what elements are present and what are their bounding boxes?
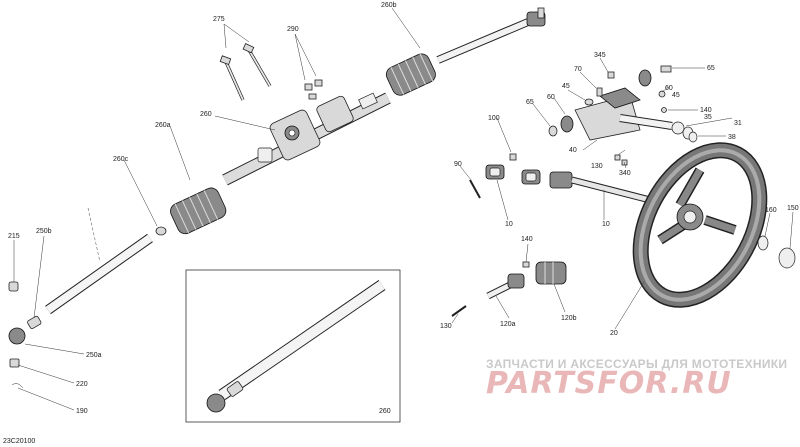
callout-120b: 120b (561, 315, 577, 322)
callout-260a: 260a (155, 122, 171, 129)
shaft-120b (535, 261, 567, 285)
callout-65-right: 65 (707, 65, 715, 72)
tie-rod-250b (45, 233, 153, 315)
callout-260c: 260c (113, 156, 129, 163)
nut-100 (509, 153, 517, 161)
leader-lines (13, 7, 794, 411)
callout-150: 150 (787, 205, 799, 212)
callout-35: 35 (704, 114, 712, 121)
nut-130-top (614, 154, 621, 161)
u-joint-10-left (485, 164, 505, 180)
nut-140-mid (522, 261, 530, 268)
assembly-axis-line (87, 207, 101, 263)
callout-100: 100 (488, 115, 500, 122)
inset-tie-rod-260 (185, 269, 401, 423)
callout-160: 160 (765, 207, 777, 214)
bolt-275 (219, 43, 272, 101)
cover-150 (778, 247, 796, 269)
cap-160 (757, 235, 769, 251)
screw-140-top (661, 107, 667, 113)
bolt-65-right (660, 65, 672, 73)
callout-275: 275 (213, 16, 225, 23)
steering-rack-assembly (45, 7, 546, 315)
callout-260b-top: 260b (381, 2, 397, 9)
washer-35 (671, 121, 685, 135)
callout-130-bottom: 130 (440, 323, 452, 330)
tilt-bracket-40 (574, 87, 673, 141)
callout-45-right: 45 (672, 92, 680, 99)
callout-340: 340 (619, 170, 631, 177)
steering-wheel-20 (632, 142, 796, 308)
callout-labels: 275 290 260b 345 65 70 45 60 45 60 65 14… (8, 2, 799, 415)
jam-nut-250b (27, 315, 42, 329)
bushing-60-right (638, 69, 652, 87)
callout-31: 31 (734, 120, 742, 127)
nut-220 (9, 358, 20, 368)
callout-10-right: 10 (602, 221, 610, 228)
nut-290 (304, 79, 323, 100)
callout-290: 290 (287, 26, 299, 33)
bellows-260a (170, 187, 227, 235)
bellows-260b (385, 53, 436, 96)
callout-60-right: 60 (665, 85, 673, 92)
left-tie-rod-end-parts (8, 281, 42, 389)
callout-190: 190 (76, 408, 88, 415)
watermark: ЗАПЧАСТИ И АКСЕССУАРЫ ДЛЯ МОТОТЕХНИКИ PA… (486, 357, 787, 401)
callout-70: 70 (574, 66, 582, 73)
callout-40: 40 (569, 147, 577, 154)
cotter-pin-190 (11, 383, 24, 389)
shaft-120a (486, 273, 525, 300)
callout-220: 220 (76, 381, 88, 388)
clamp-260c (155, 226, 167, 236)
watermark-tagline: ЗАПЧАСТИ И АКСЕССУАРЫ ДЛЯ МОТОТЕХНИКИ (486, 357, 787, 371)
bolt-70 (596, 87, 603, 97)
callout-10-left: 10 (505, 221, 513, 228)
boot-215 (8, 281, 19, 292)
washer-45-top (584, 98, 594, 106)
ball-joint-250a (8, 327, 26, 345)
callout-120a: 120a (500, 321, 516, 328)
callout-250a: 250a (86, 352, 102, 359)
nut-340 (621, 159, 628, 166)
callout-38: 38 (728, 134, 736, 141)
steering-shaft-10 (549, 171, 651, 204)
washer-45-right (658, 90, 666, 98)
watermark-logo: PARTSFOR.RU (486, 366, 732, 401)
callout-250b: 250b (36, 228, 52, 235)
u-joint-10-mid (521, 169, 541, 185)
callout-140-mid: 140 (521, 236, 533, 243)
callout-65-left: 65 (526, 99, 534, 106)
callout-130-top: 130 (591, 163, 603, 170)
tie-rod-end-260b (436, 7, 546, 64)
rack-housing-260 (222, 92, 391, 186)
callout-45-top: 45 (562, 83, 570, 90)
callout-345: 345 (594, 52, 606, 59)
bolt-90 (469, 179, 481, 199)
bolt-130-bottom (451, 305, 467, 317)
callout-60-left: 60 (547, 94, 555, 101)
callout-215: 215 (8, 233, 20, 240)
nut-345 (607, 71, 615, 79)
callout-20: 20 (610, 330, 618, 337)
washer-65-left (548, 125, 558, 137)
callout-140-top: 140 (700, 107, 712, 114)
bushing-60-left (560, 115, 574, 133)
callout-260: 260 (200, 111, 212, 118)
callout-260-inset: 260 (379, 408, 391, 415)
callout-90: 90 (454, 161, 462, 168)
diagram-id: 23C20100 (3, 438, 35, 445)
snap-ring-38 (688, 131, 698, 143)
